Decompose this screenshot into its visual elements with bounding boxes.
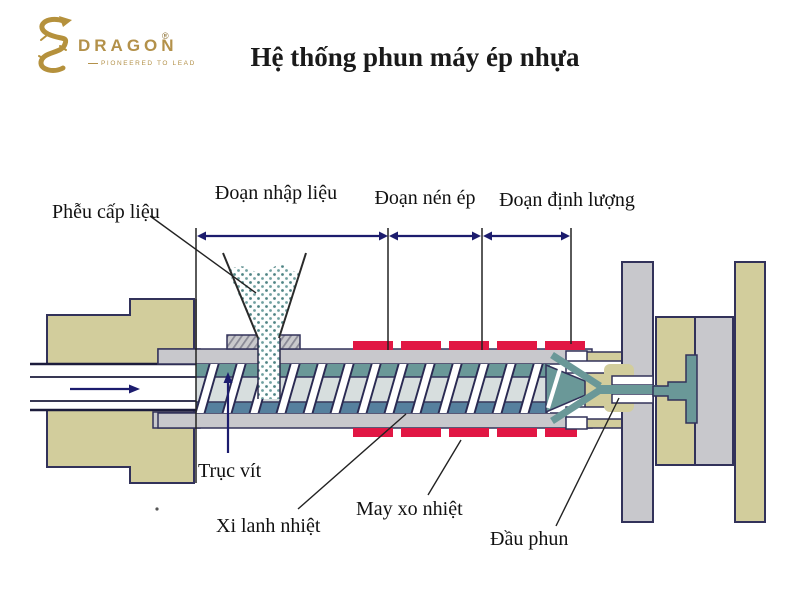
- dimension-ticks: [195, 228, 572, 483]
- label-hopper: Phễu cấp liệu: [52, 201, 160, 223]
- label-nozzle: Đầu phun: [490, 528, 568, 550]
- mold-platen-back: [734, 261, 766, 523]
- label-feed-section: Đoạn nhập liệu: [215, 182, 337, 204]
- dimension-arrows: [197, 231, 570, 241]
- label-compression-section: Đoạn nén ép: [374, 187, 475, 209]
- hopper: [222, 252, 307, 399]
- coil-leader-line: [427, 439, 462, 496]
- drive-shaft: [30, 362, 196, 412]
- mold: [598, 261, 766, 523]
- mold-half-b: [694, 316, 734, 466]
- molded-part-cavity: [652, 354, 698, 424]
- brand-logo: DRAGON ® PIONEERED TO LEAD: [26, 10, 194, 82]
- heater-bands: [353, 341, 585, 437]
- label-heating-cylinder: Xi lanh nhiệt: [216, 515, 321, 537]
- nozzle-leader-line: [555, 397, 620, 527]
- screw-tip: [545, 363, 604, 414]
- dragon-icon: [38, 16, 72, 73]
- brand-name: DRAGON: [78, 36, 178, 55]
- melt-channel: [598, 385, 658, 394]
- screw-pointer-arrow: [223, 372, 233, 453]
- screw: [196, 363, 604, 414]
- registered-mark: ®: [162, 31, 169, 41]
- label-screw: Trục vít: [198, 460, 262, 482]
- label-metering-section: Đoạn định lượng: [499, 189, 635, 211]
- hopper-leader-line: [149, 215, 257, 294]
- stray-dot: [155, 507, 159, 511]
- rotation-arrow: [70, 384, 140, 394]
- cylinder-leader-line: [297, 413, 407, 510]
- hopper-pellets: [228, 264, 301, 399]
- brand-tagline: PIONEERED TO LEAD: [88, 60, 196, 67]
- label-heater-coil: May xo nhiệt: [356, 498, 463, 520]
- page-title: Hệ thống phun máy ép nhựa: [250, 42, 580, 72]
